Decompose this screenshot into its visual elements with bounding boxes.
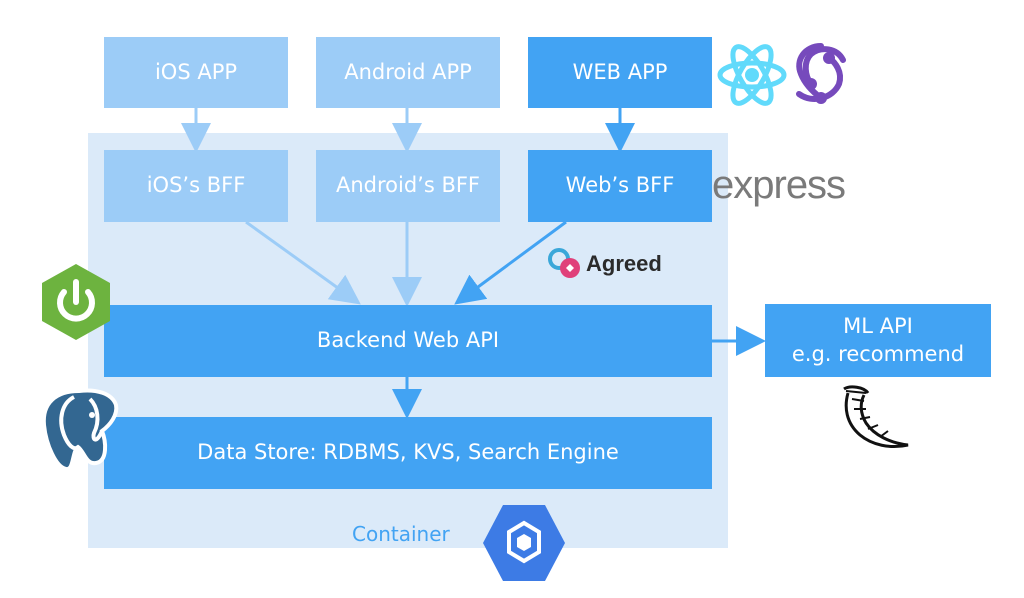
flask-icon — [843, 385, 909, 449]
ml-api-title: ML API — [843, 314, 913, 339]
agreed-label: Agreed — [586, 251, 662, 276]
ios-app-box: iOS APP — [104, 37, 288, 108]
redux-icon — [796, 43, 846, 104]
gke-icon — [483, 505, 565, 581]
backend-api-label: Backend Web API — [316, 328, 500, 353]
ml-api-box: ML API e.g. recommend — [765, 304, 991, 377]
ios-app-label: iOS APP — [154, 59, 238, 84]
android-bff-label: Android’s BFF — [335, 173, 481, 198]
ml-api-subtitle: e.g. recommend — [791, 341, 965, 366]
backend-api-box: Backend Web API — [104, 305, 712, 377]
web-bff-box: Web’s BFF — [528, 150, 712, 222]
datastore-label: Data Store: RDBMS, KVS, Search Engine — [197, 440, 619, 465]
arrow-web-bff-to-backend — [454, 220, 567, 305]
spring-boot-icon — [42, 264, 110, 340]
ios-bff-box: iOS’s BFF — [104, 150, 288, 222]
datastore-box: Data Store: RDBMS, KVS, Search Engine — [104, 417, 712, 489]
android-app-label: Android APP — [344, 59, 472, 84]
web-bff-label: Web’s BFF — [565, 173, 675, 198]
arrow-ios-bff-to-backend — [245, 220, 361, 305]
agreed-icon — [548, 248, 580, 278]
container-label: Container — [352, 522, 450, 546]
express-logo: express — [712, 163, 846, 207]
ios-bff-label: iOS’s BFF — [146, 173, 246, 198]
android-bff-box: Android’s BFF — [316, 150, 500, 222]
android-app-box: Android APP — [316, 37, 500, 108]
postgresql-icon — [41, 388, 119, 471]
web-app-label: WEB APP — [572, 59, 668, 84]
react-icon — [717, 44, 787, 106]
web-app-box: WEB APP — [528, 37, 712, 108]
